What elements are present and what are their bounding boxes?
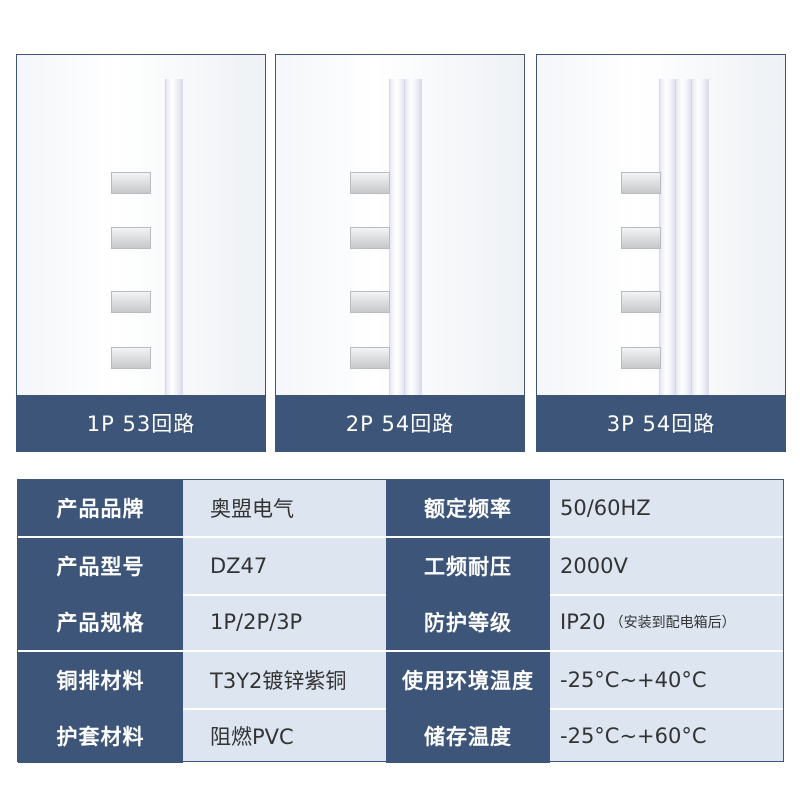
spec-label: 工频耐压 [386, 538, 550, 594]
spec-label: 储存温度 [386, 708, 550, 763]
spec-row-material: 铜排材料 T3Y2镀锌紫铜 使用环境温度 -25°C~+40°C [18, 652, 783, 708]
busbar-tab [621, 291, 661, 313]
busbar-tab [111, 172, 151, 194]
protection-level: IP20 [560, 610, 606, 634]
row-divider [18, 536, 783, 538]
spec-value: 50/60HZ [560, 496, 651, 520]
spec-value: 2000V [560, 554, 628, 578]
spec-label: 产品品牌 [18, 480, 183, 536]
busbar-sheath [691, 79, 709, 397]
busbar-tab [111, 291, 151, 313]
spec-label: 产品型号 [18, 538, 183, 594]
busbar-sheath [165, 79, 183, 397]
product-panel-2p: 2P 54回路 [275, 54, 525, 452]
busbar-sheath [404, 79, 422, 397]
spec-label: 额定频率 [386, 480, 550, 536]
busbar-tab [350, 172, 390, 194]
busbar-image-1p [17, 55, 265, 397]
product-panel-1p: 1P 53回路 [16, 54, 266, 452]
spec-label: 使用环境温度 [386, 652, 550, 708]
busbar-tab [111, 227, 151, 249]
spec-table: 产品品牌 奥盟电气 额定频率 50/60HZ 产品型号 DZ47 工频耐压 20… [17, 479, 784, 763]
spec-row-brand: 产品品牌 奥盟电气 额定频率 50/60HZ [18, 480, 783, 536]
busbar-tab [621, 227, 661, 249]
product-caption: 3P 54回路 [537, 395, 785, 451]
protection-note: （安装到配电箱后） [609, 615, 736, 631]
busbar-tab [350, 347, 390, 369]
busbar-tab [350, 291, 390, 313]
product-caption: 2P 54回路 [276, 395, 524, 451]
busbar-tab [621, 347, 661, 369]
busbar-sheath [675, 79, 693, 397]
spec-row-spec: 产品规格 1P/2P/3P 防护等级 IP20 （安装到配电箱后） [18, 594, 783, 650]
spec-row-model: 产品型号 DZ47 工频耐压 2000V [18, 538, 783, 594]
spec-value: DZ47 [210, 554, 268, 578]
product-panel-3p: 3P 54回路 [536, 54, 786, 452]
spec-value: -25°C~+40°C [560, 668, 707, 692]
spec-value: -25°C~+60°C [560, 723, 707, 748]
busbar-tab [350, 227, 390, 249]
spec-value: 阻燃PVC [210, 724, 294, 749]
spec-value-protection: IP20 （安装到配电箱后） [550, 594, 785, 650]
busbar-tab [621, 172, 661, 194]
spec-value: 奥盟电气 [210, 497, 294, 521]
spec-value: T3Y2镀锌紫铜 [210, 669, 347, 693]
spec-value: 1P/2P/3P [210, 610, 303, 634]
spec-label: 铜排材料 [18, 652, 183, 708]
product-caption: 1P 53回路 [17, 395, 265, 451]
spec-label: 护套材料 [18, 708, 183, 763]
spec-label: 产品规格 [18, 594, 183, 650]
busbar-tab [111, 347, 151, 369]
spec-label: 防护等级 [386, 594, 550, 650]
row-divider [18, 650, 783, 652]
busbar-image-2p [276, 55, 524, 397]
busbar-image-3p [537, 55, 785, 397]
spec-row-sheath: 护套材料 阻燃PVC 储存温度 -25°C~+60°C [18, 708, 783, 763]
